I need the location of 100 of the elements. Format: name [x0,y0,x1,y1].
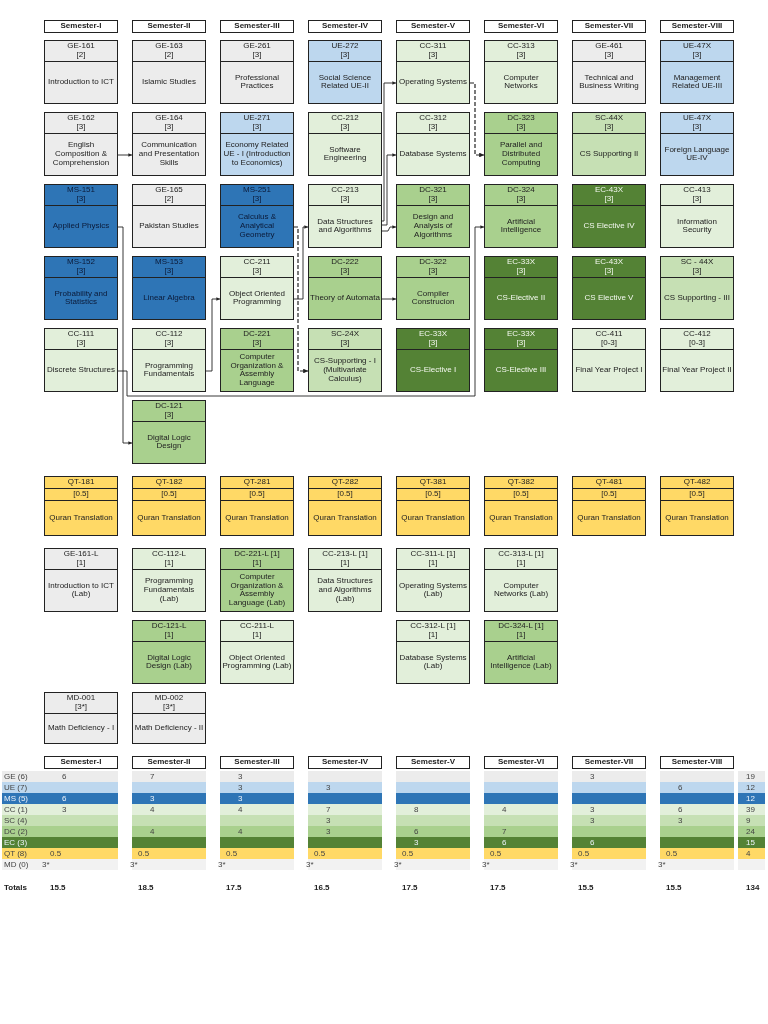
course-code: CC-311-L [1] [410,550,456,559]
course-code: DC-321 [419,186,447,195]
course-code: CC-212 [331,114,359,123]
course-box [132,40,206,104]
total-value: 18.5 [138,882,154,893]
credit-hours: [3] [604,122,614,132]
credit-hours: [0.5] [601,490,617,499]
credit-value: 0.5 [138,848,150,859]
credit-hours: [3] [76,338,86,348]
credit-value: 6 [590,837,595,848]
credit-value: 3 [414,837,419,848]
course-title: Quran Translation [401,513,465,523]
semester-header [396,20,470,33]
course-code: GE-261 [243,42,271,51]
credit-hours: [3] [516,50,526,60]
course-title: Artificial Intelligence (Lab) [489,653,553,672]
course-code: GE-165 [155,186,183,195]
credit-hours: [1] [76,558,86,568]
course-title: Software Engineering [322,145,368,164]
credit-value: 3 [150,793,155,804]
course-box [132,400,206,464]
course-code: QT-382 [507,478,535,487]
course-box [660,112,734,176]
category-label: MD (0) [4,859,29,870]
credit-hours: [3] [340,122,350,132]
course-code: UE-272 [331,42,359,51]
course-box [132,476,206,536]
credit-hours: [0.5] [513,490,529,499]
credit-value: 3* [482,859,490,870]
course-code: UE-47X [683,42,711,51]
credit-hours: [0-3] [689,338,705,348]
course-code: EC-43X [595,186,623,195]
course-code: GE-164 [155,114,183,123]
semester-title: Semester-II [147,22,191,31]
course-box [44,476,118,536]
credit-hours: [3] [340,50,350,60]
course-box [484,184,558,248]
credit-hours: [0.5] [425,490,441,499]
course-title: Economy Related UE - I (Introduction to Economics) [222,141,292,168]
course-box [396,328,470,392]
credit-value: 4 [150,826,155,837]
total-value: 9 [746,815,751,826]
course-box [308,112,382,176]
course-box [132,620,206,684]
course-box [572,40,646,104]
credit-value: 0.5 [226,848,238,859]
credit-value: 3 [590,804,595,815]
credit-hours: [3] [692,266,702,276]
course-title: Programming Fundamentals (Lab) [142,577,196,604]
semester-title: Semester-VII [584,22,634,31]
course-title: Quran Translation [313,513,377,523]
course-code: CC-312 [419,114,447,123]
course-title: Introduction to ICT (Lab) [47,581,115,600]
course-title: Professional Practices [234,73,280,92]
course-code: CC-311 [419,42,447,51]
course-code: CC-211-L [239,622,275,631]
credit-value: 3* [394,859,402,870]
course-title: CS Elective IV [583,221,635,231]
course-code: CC-213-L [1] [322,550,368,559]
credit-hours: [3*] [75,702,87,712]
course-box [572,184,646,248]
course-code: SC-24X [331,330,359,339]
total-value: 4 [746,848,751,859]
course-title: Data Structures and Algorithms [316,217,374,236]
credit-hours: [3] [428,194,438,204]
semester-header [220,756,294,769]
total-value: 19 [746,771,755,782]
semester-title: Semester-VI [497,758,545,767]
course-title: Design and Analysis of Algorithms [411,213,455,240]
credit-hours: [3] [428,338,438,348]
course-code: CC-313-L [1] [498,550,544,559]
semester-header [396,756,470,769]
course-title: Social Science Related UE-II [317,73,373,92]
credit-hours: [3] [252,338,262,348]
credit-value: 3 [326,815,331,826]
credit-value: 3* [658,859,666,870]
course-code: CC-312-L [1] [410,622,456,631]
semester-title: Semester-VIII [671,758,723,767]
course-box [396,620,470,684]
course-code: CC-112 [155,330,183,339]
course-box [44,184,118,248]
course-box [220,548,294,612]
course-box [396,112,470,176]
course-code: DC-121 [155,402,183,411]
credit-hours: [1] [516,558,526,568]
course-code: DC-222 [331,258,359,267]
semester-header [484,756,558,769]
credit-value: 6 [62,771,67,782]
semester-title: Semester-VIII [671,22,723,31]
credit-hours: [0.5] [249,490,265,499]
totals-label: Totals [4,882,27,893]
semester-header [44,756,118,769]
total-value: 16.5 [314,882,330,893]
course-box [44,256,118,320]
course-title: Operating Systems [399,77,467,87]
course-box [44,328,118,392]
credit-hours: [2] [164,50,174,60]
course-box [308,476,382,536]
semester-header [484,20,558,33]
credit-hours: [0.5] [73,490,89,499]
